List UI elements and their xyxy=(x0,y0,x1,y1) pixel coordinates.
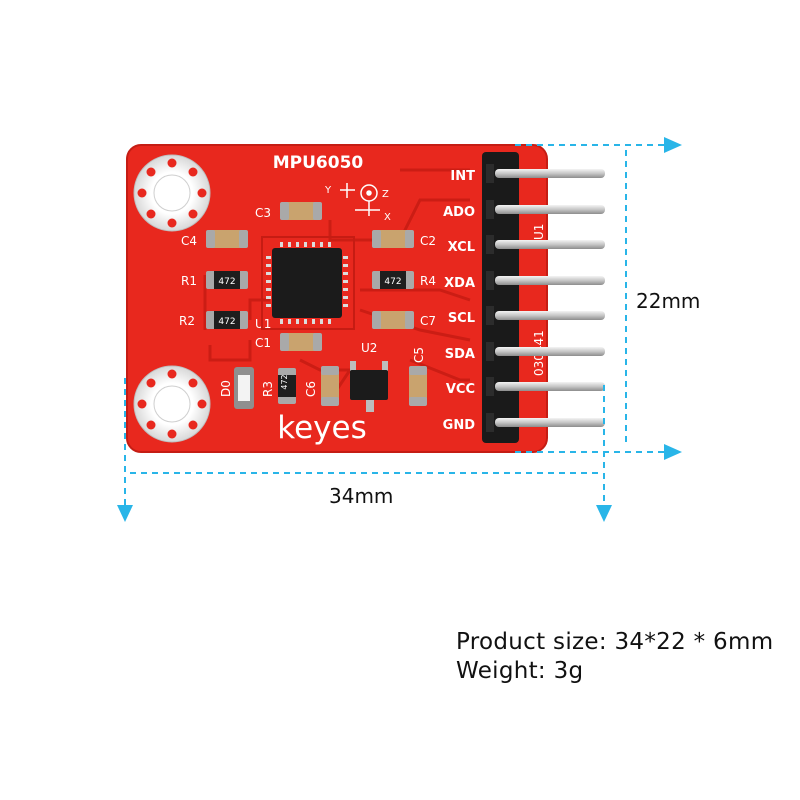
weight-text: Weight: 3g xyxy=(456,658,584,684)
pin-vcc xyxy=(495,382,605,391)
resistor-r3: 472 xyxy=(278,368,296,404)
label-u1: U1 xyxy=(255,317,271,331)
pin-label-scl: SCL xyxy=(448,311,475,326)
capacitor-c7 xyxy=(372,311,414,329)
resistor-r1-code: 472 xyxy=(218,277,235,287)
label-r2: R2 xyxy=(179,314,195,328)
pin-xcl xyxy=(495,240,605,249)
model-label: MPU6050 xyxy=(273,153,364,173)
pin-gnd xyxy=(495,418,605,427)
mounting-hole-bottom xyxy=(133,365,211,443)
resistor-r4-code: 472 xyxy=(384,277,401,287)
pin-label-gnd: GND xyxy=(443,418,476,433)
regulator-u2 xyxy=(350,361,388,412)
height-arrow-icons xyxy=(664,137,682,460)
resistor-r4: 472 xyxy=(372,271,414,289)
pin-label-xda: XDA xyxy=(444,276,475,291)
capacitor-c4 xyxy=(206,230,248,248)
mounting-hole-top xyxy=(133,154,211,232)
brand-logo: keyes xyxy=(277,410,367,446)
led-d0 xyxy=(234,367,254,409)
resistor-r1: 472 xyxy=(206,271,248,289)
capacitor-c5 xyxy=(409,366,427,406)
label-u2: U2 xyxy=(361,341,377,355)
capacitor-c2 xyxy=(372,230,414,248)
resistor-r2-code: 472 xyxy=(218,317,235,327)
pin-scl xyxy=(495,311,605,320)
pin-label-int: INT xyxy=(450,169,475,184)
pin-label-sda: SDA xyxy=(445,347,475,362)
pin-sda xyxy=(495,347,605,356)
label-r4: R4 xyxy=(420,274,436,288)
pin-label-xcl: XCL xyxy=(448,240,475,255)
width-arrow-icons xyxy=(117,505,612,522)
width-label: 34mm xyxy=(329,484,394,508)
axis-orientation-icon xyxy=(340,183,380,216)
label-r3: R3 xyxy=(261,381,275,397)
label-c4: C4 xyxy=(181,234,197,248)
resistor-r3-code: 472 xyxy=(280,374,289,389)
label-d0: D0 xyxy=(219,380,233,397)
label-c7: C7 xyxy=(420,314,436,328)
capacitor-c1 xyxy=(280,333,322,351)
pin-header xyxy=(482,152,605,443)
pin-int xyxy=(495,169,605,178)
width-dimension xyxy=(124,378,605,505)
label-c2: C2 xyxy=(420,234,436,248)
pin-label-ado: ADO xyxy=(443,205,475,220)
height-dimension xyxy=(515,144,670,453)
pin-label-vcc: VCC xyxy=(446,382,475,397)
mpu6050-chip xyxy=(261,236,355,330)
resistor-r2: 472 xyxy=(206,311,248,329)
axis-y-label: Y xyxy=(324,185,332,196)
pin-ado xyxy=(495,205,605,214)
capacitor-c3 xyxy=(280,202,322,220)
label-c3: C3 xyxy=(255,206,271,220)
axis-z-label: Z xyxy=(382,189,389,200)
height-label: 22mm xyxy=(636,289,701,313)
label-r1: R1 xyxy=(181,274,197,288)
label-c5: C5 xyxy=(412,347,426,363)
label-c1: C1 xyxy=(255,336,271,350)
axis-x-label: X xyxy=(384,212,391,223)
pin-xda xyxy=(495,276,605,285)
product-size-text: Product size: 34*22 * 6mm xyxy=(456,629,774,655)
capacitor-c6 xyxy=(321,366,339,406)
label-header: U1 xyxy=(532,224,546,240)
label-c6: C6 xyxy=(304,381,318,397)
